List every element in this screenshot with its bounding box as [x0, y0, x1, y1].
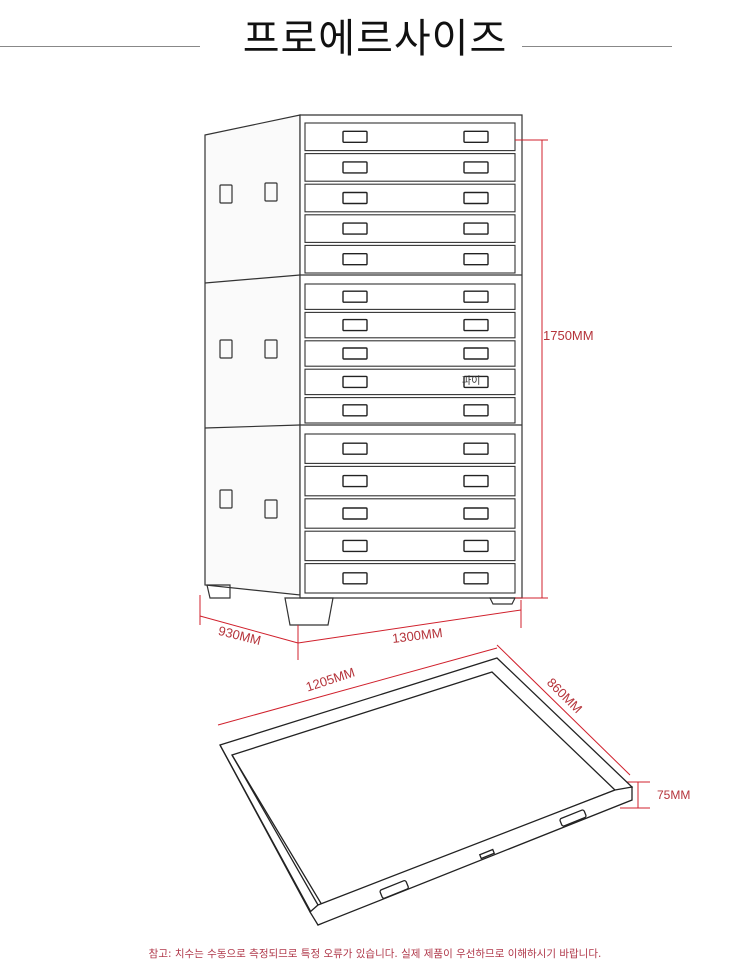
drawer-handle-left	[342, 572, 368, 585]
drawer-label: 파이	[462, 376, 481, 387]
drawer-handle-right	[463, 539, 489, 553]
drawer-handle-left	[342, 290, 368, 303]
drawer-handle-right	[463, 222, 489, 235]
drawer-handle-right	[463, 290, 489, 303]
drawer-front	[304, 122, 516, 152]
drawer-handle-right	[463, 474, 489, 488]
drawer-front	[304, 153, 516, 182]
drawer-front	[304, 368, 516, 396]
drawer-handle-left	[342, 474, 368, 488]
tray-handle-right	[559, 809, 587, 827]
drawer-front	[304, 465, 516, 497]
drawer-front	[304, 340, 516, 367]
drawer-front	[304, 397, 516, 424]
side-handle	[219, 339, 233, 359]
drawer-handle-right	[463, 161, 489, 174]
drawer-handle-left	[342, 252, 368, 266]
side-handle	[264, 339, 278, 359]
drawer-handle-right	[463, 442, 489, 455]
page-title: 프로에르사이즈	[242, 16, 508, 62]
cabinet-side-panel	[204, 114, 301, 596]
title-rule-right	[522, 46, 672, 47]
drawer-handle-right	[463, 507, 489, 520]
drawer-handle-left	[342, 318, 368, 332]
drawer-front	[304, 311, 516, 339]
drawer-front	[304, 433, 516, 464]
drawer-handle-left	[342, 191, 368, 205]
drawer-handle-right	[463, 130, 489, 144]
side-handle	[219, 489, 233, 509]
tray-handle-left	[379, 880, 409, 899]
drawer-handle-left	[342, 130, 368, 144]
title-rule-left	[0, 46, 200, 47]
drawer-handle-left	[342, 375, 368, 389]
drawer-handle-right	[463, 347, 489, 360]
drawer-handle-right	[463, 191, 489, 205]
drawer-handle-left	[342, 507, 368, 520]
drawer-stack	[304, 122, 516, 594]
tray-label-slot	[478, 848, 496, 860]
drawer-handle-right	[463, 572, 489, 585]
drawer-front	[304, 563, 516, 594]
cabinet-foot-left	[206, 584, 231, 599]
drawer-handle-right	[463, 404, 489, 417]
drawer-front	[304, 214, 516, 243]
drawer-tray	[219, 657, 634, 926]
drawer-front	[304, 244, 516, 274]
drawer-handle-left	[342, 161, 368, 174]
drawer-handle-left	[342, 442, 368, 455]
drawer-handle-right	[463, 318, 489, 332]
drawer-front	[304, 183, 516, 213]
drawer-front	[304, 498, 516, 529]
drawer-handle-left	[342, 539, 368, 553]
cabinet-foot-right	[489, 597, 516, 605]
drawer-handle-left	[342, 404, 368, 417]
side-handle	[219, 184, 233, 204]
drawer-handle-right	[463, 252, 489, 266]
side-handle	[264, 182, 278, 202]
drawer-height-dimension: 75MM	[657, 788, 691, 802]
drawer-handle-right	[463, 375, 489, 389]
drawer-front	[304, 530, 516, 562]
side-handle	[264, 499, 278, 519]
drawer-handle-left	[342, 222, 368, 235]
height-dimension: 1750MM	[543, 328, 594, 343]
measurement-note: 참고: 치수는 수동으로 측정되므로 특정 오류가 있습니다. 실제 제품이 우…	[148, 948, 602, 960]
side-handles	[219, 182, 278, 519]
drawer-handle-left	[342, 347, 368, 360]
dimension-lines	[199, 139, 650, 809]
drawer-front	[304, 283, 516, 310]
cabinet-foot-front	[284, 597, 334, 626]
